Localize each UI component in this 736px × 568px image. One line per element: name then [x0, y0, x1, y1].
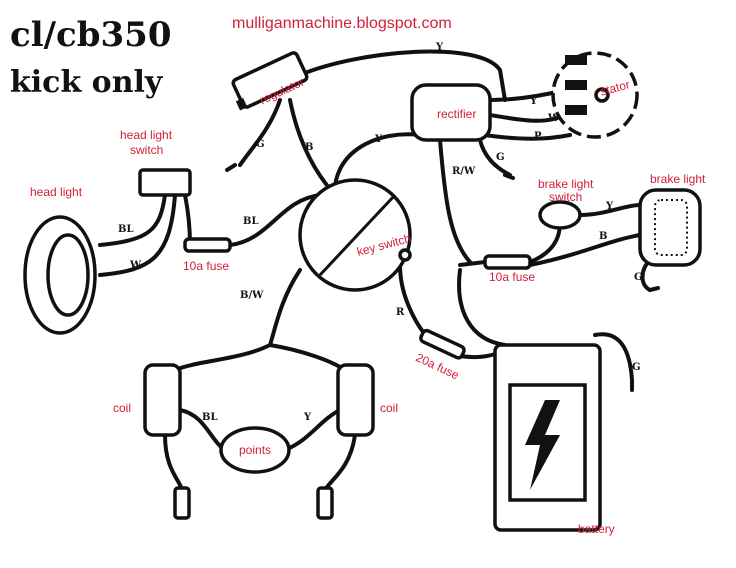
stator-component: [551, 51, 639, 139]
label-coil-right: coil: [380, 401, 398, 415]
battery-component: [493, 343, 602, 532]
wires: [98, 49, 652, 492]
fuse-main-component: [419, 328, 466, 360]
wire-label: Y: [605, 201, 614, 212]
wire-label: R/W: [452, 166, 476, 177]
head-light-switch-component: [138, 168, 192, 197]
wire-label: G: [632, 362, 641, 373]
wire-label: G: [634, 272, 643, 283]
wire-label: Y: [374, 134, 383, 145]
wire-label: W: [547, 113, 560, 124]
label-rectifier: rectifier: [437, 107, 476, 121]
wire-label: R: [396, 307, 405, 318]
wire-label: G: [496, 152, 505, 163]
label-brake-light-switch-2: switch: [549, 190, 582, 204]
coil-right-component: [336, 363, 375, 437]
wire-label: P: [534, 131, 542, 142]
label-head-light-switch-2: switch: [130, 143, 163, 157]
label-coil-left: coil: [113, 401, 131, 415]
points-component: [219, 426, 291, 474]
brake-light-component: [638, 188, 702, 267]
label-fuse-left: 10a fuse: [183, 259, 229, 273]
wire-label: BL: [202, 412, 217, 423]
ground-terminals: [225, 163, 660, 392]
wire-label: Y: [435, 42, 444, 53]
wire-label: W: [129, 260, 142, 271]
key-switch-component: [298, 178, 412, 292]
fuse-left-component: [183, 237, 232, 253]
rectifier-component: [410, 83, 492, 142]
wire-label: BL: [118, 224, 133, 235]
label-brake-light-switch-1: brake light: [538, 177, 594, 191]
wire-label: B: [599, 231, 607, 242]
wire-label: B: [305, 142, 313, 153]
label-head-light: head light: [30, 185, 83, 199]
source-url: mulliganmachine.blogspot.com: [232, 15, 452, 32]
label-head-light-switch-1: head light: [120, 128, 173, 142]
label-fuse-right: 10a fuse: [489, 270, 535, 284]
coil-left-component: [143, 363, 182, 437]
wire-label: Y: [529, 96, 538, 107]
wire-labels: Y G B Y R/W Y W P G BL W BL B/W R G Y B …: [118, 42, 643, 423]
head-light-component: [23, 215, 97, 335]
title-model: cl/cb350: [10, 15, 171, 55]
label-points: points: [239, 443, 271, 457]
wire-label: BL: [243, 216, 258, 227]
wire-label: Y: [303, 412, 312, 423]
title-subtitle: kick only: [10, 65, 164, 100]
wire-label: G: [256, 139, 265, 150]
label-battery: battery: [578, 522, 615, 536]
wire-label: B/W: [240, 290, 264, 301]
label-brake-light: brake light: [650, 172, 706, 186]
spark-plugs: [173, 486, 334, 520]
regulator-component: [231, 51, 309, 111]
fuse-right-component: [483, 254, 532, 270]
brake-light-switch-component: [538, 200, 582, 230]
